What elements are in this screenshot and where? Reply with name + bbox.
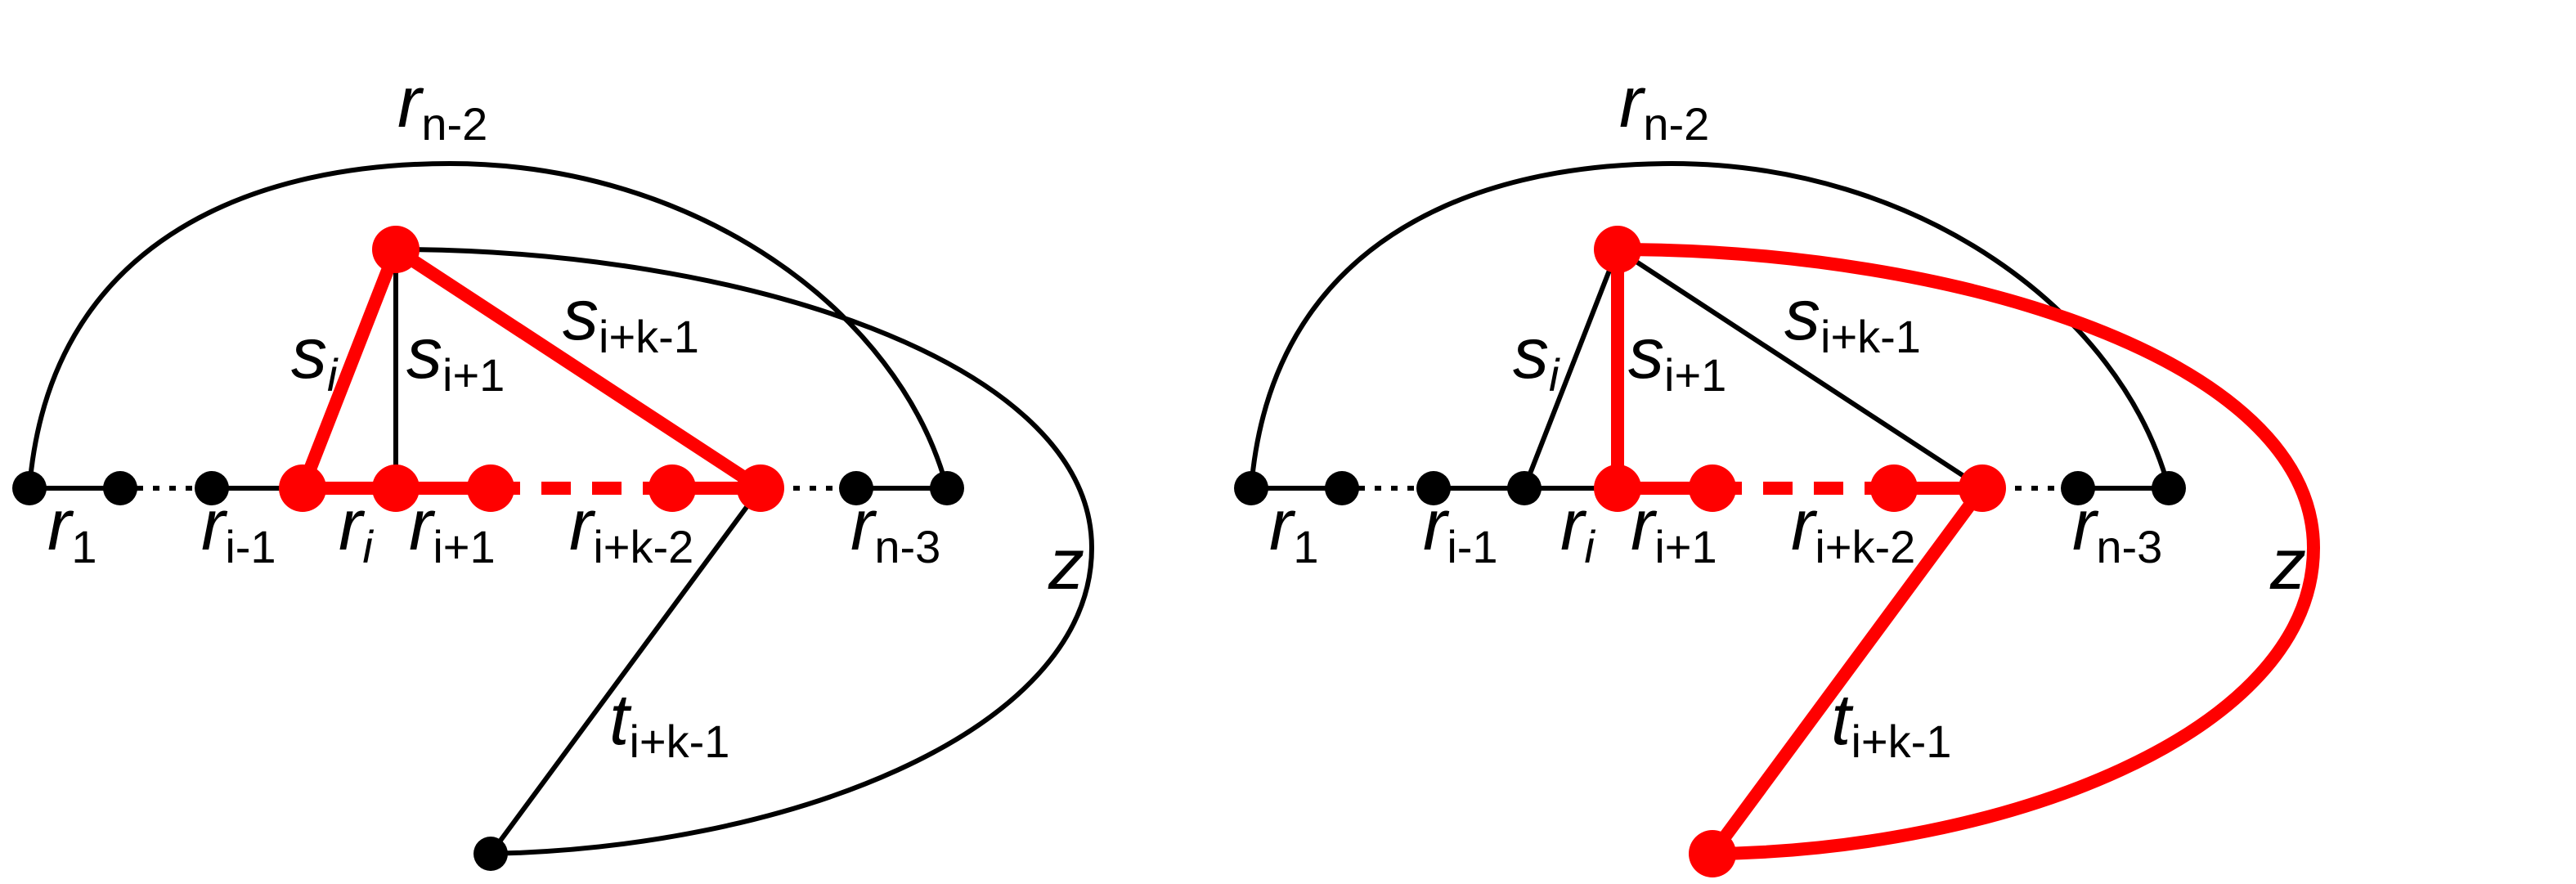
label-s-i: si (1513, 312, 1560, 401)
label-r-1: r1 (1269, 484, 1318, 572)
label-r-i+1: ri+1 (1631, 484, 1717, 572)
label-z: z (2269, 523, 2306, 604)
vertex (103, 471, 137, 505)
label-r-i: ri (339, 484, 374, 572)
label-r-1: r1 (47, 484, 96, 572)
edge-t-i+k-1-highlight (1707, 484, 1988, 858)
label-z: z (1048, 523, 1084, 604)
label-r-i-1: ri-1 (1423, 484, 1498, 572)
left-panel: rn-2 si si+1 si+k-1 r1 ri-1 ri ri+1 ri+k… (12, 61, 1095, 871)
label-r-n-3: rn-3 (2072, 484, 2162, 572)
label-r-n-2: rn-2 (1619, 61, 1709, 150)
vertex-r-i (1507, 471, 1542, 505)
vertex-r-i+1-highlight (1594, 464, 1641, 512)
vertex-r-n-3 (2152, 471, 2186, 505)
edge-z-highlight (1617, 243, 2321, 860)
vertex-r-i+k-1-highlight (737, 464, 784, 512)
edge-z (395, 247, 1095, 856)
right-panel: rn-2 si si+1 si+k-1 r1 ri-1 ri ri+1 ri+k… (1234, 61, 2321, 877)
vertex-r-i+1-highlight (372, 464, 420, 512)
vertex-r-i+k-2-highlight (1870, 464, 1918, 512)
vertex-r-n-3 (930, 471, 964, 505)
vertex-r-i-1 (1416, 471, 1451, 505)
vertex-r-i-1 (195, 471, 229, 505)
label-t-i+k-1: ti+k-1 (609, 679, 729, 767)
label-s-i+1: si+1 (1628, 312, 1726, 401)
label-r-n-3: rn-3 (850, 484, 940, 572)
edge-s-i (1522, 248, 1620, 490)
vertex-r-i-highlight (279, 464, 326, 512)
vertex (839, 471, 873, 505)
label-s-i+k-1: si+k-1 (563, 274, 699, 362)
vertex (1325, 471, 1359, 505)
vertex-r-1 (12, 471, 47, 505)
edge-s-i-highlight (296, 247, 402, 491)
vertex-r-1 (1234, 471, 1268, 505)
vertex-highlight (1689, 464, 1736, 512)
label-r-i-1: ri-1 (201, 484, 276, 572)
edge-s-i+k-1-highlight (392, 244, 765, 494)
edge-t-i+k-1 (488, 487, 763, 855)
vertex-highlight (467, 464, 514, 512)
vertex-t-end-highlight (1689, 830, 1736, 877)
label-s-i: si (291, 312, 339, 401)
label-s-i+1: si+1 (406, 312, 505, 401)
label-r-i+1: ri+1 (409, 484, 496, 572)
label-t-i+k-1: ti+k-1 (1831, 679, 1951, 767)
label-s-i+k-1: si+k-1 (1784, 274, 1921, 362)
vertex-top-highlight (372, 226, 420, 273)
edge-s-i+k-1 (1616, 247, 1984, 491)
edge-r-n-2 (27, 160, 949, 489)
label-r-n-2: rn-2 (397, 61, 487, 150)
edge-r-n-2 (1249, 160, 2171, 489)
label-r-i: ri (1560, 484, 1595, 572)
label-r-i+k-2: ri+k-2 (1791, 484, 1915, 572)
label-r-i+k-2: ri+k-2 (569, 484, 693, 572)
vertex-r-i+k-2-highlight (648, 464, 696, 512)
vertex (2061, 471, 2095, 505)
vertex-r-i+k-1-highlight (1959, 464, 2006, 512)
vertex-t-end (473, 837, 508, 871)
vertex-top-highlight (1594, 226, 1641, 273)
